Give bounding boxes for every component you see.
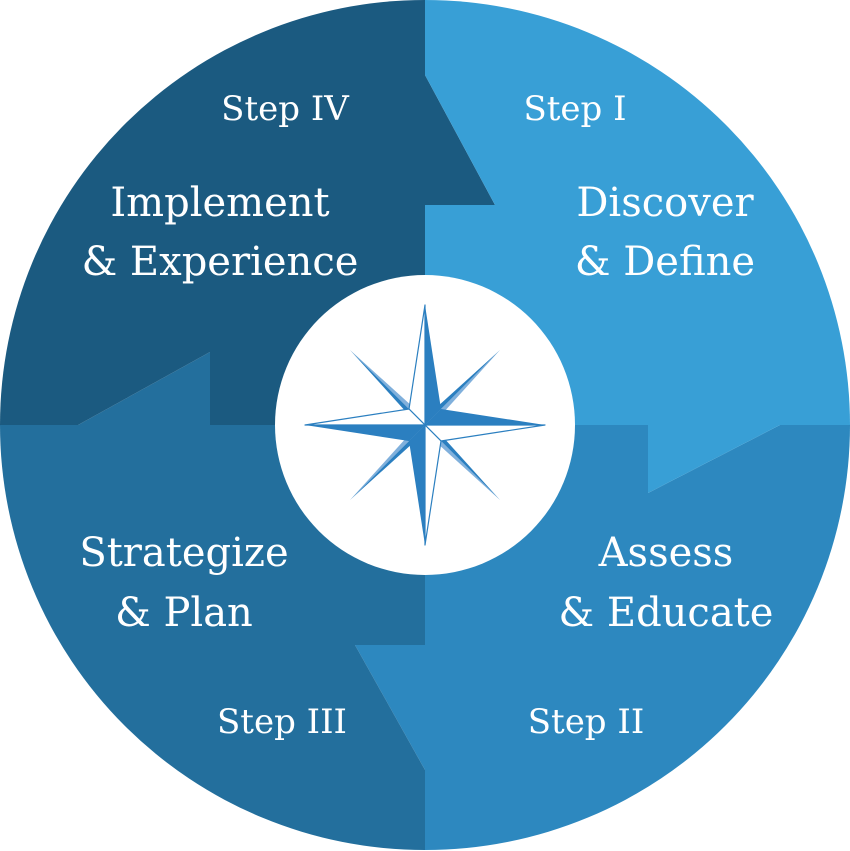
compass-rose-icon (304, 304, 546, 546)
step-3-title-line1: Strategize (79, 530, 288, 576)
step-3-label: Step III (217, 702, 347, 742)
step-2-label: Step II (528, 702, 645, 742)
step-2-title-line2: & Educate (559, 590, 774, 636)
step-4-label: Step IV (221, 89, 350, 129)
step-2-title-line1: Assess (598, 530, 734, 576)
step-1-title-line1: Discover (576, 180, 754, 226)
step-1-label: Step I (523, 89, 626, 129)
step-4-title-line1: Implement (110, 180, 329, 226)
step-1-title-line2: & Define (575, 239, 755, 285)
step-4-title-line2: & Experience (82, 239, 359, 285)
step-3-title-line2: & Plan (115, 590, 253, 636)
